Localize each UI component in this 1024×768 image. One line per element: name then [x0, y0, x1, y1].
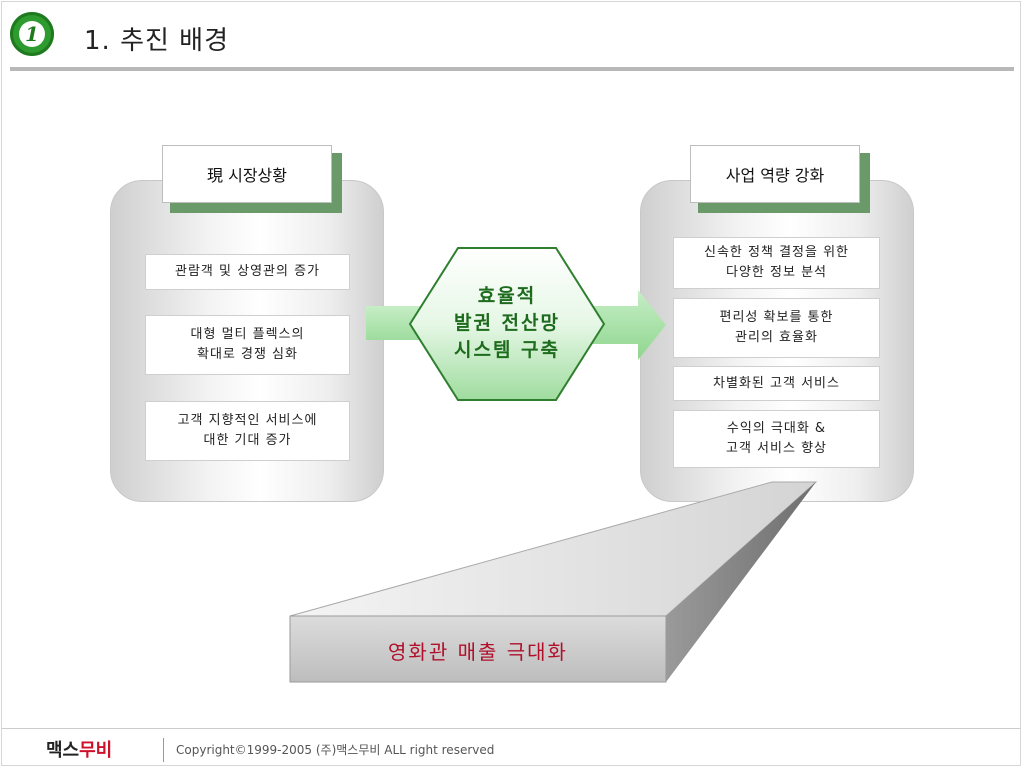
- capability-item-information-analysis: 신속한 정책 결정을 위한 다양한 정보 분석: [673, 237, 880, 289]
- market-item-service-expectation: 고객 지향적인 서비스에 대한 기대 증가: [145, 401, 350, 461]
- business-capability-tab: 사업 역량 강화: [690, 145, 860, 203]
- revenue-maximization-result: 영화관 매출 극대화: [388, 639, 568, 664]
- page-title: 1. 추진 배경: [84, 26, 230, 56]
- maxmovie-logo: 맥스무비: [46, 740, 113, 761]
- title-divider: [10, 67, 1014, 71]
- market-item-multiplex-competition: 대형 멀티 플렉스의 확대로 경쟁 심화: [145, 315, 350, 375]
- footer-separator: [163, 738, 164, 762]
- hex-line-1: 효율적: [477, 285, 537, 307]
- hex-line-3: 시스템 구축: [453, 339, 560, 361]
- section-number-badge: 1: [10, 12, 54, 56]
- capability-item-differentiated-service: 차별화된 고객 서비스: [673, 366, 880, 401]
- result-3d-box: [289, 481, 818, 683]
- right-arrow-icon: [580, 290, 666, 360]
- market-situation-tab: 現 시장상황: [162, 145, 332, 203]
- capability-item-management-efficiency: 편리성 확보를 통한 관리의 효율화: [673, 298, 880, 358]
- section-number: 1: [25, 22, 39, 46]
- efficiency-system-label: 효율적 발권 전산망 시스템 구축: [408, 283, 606, 364]
- hex-line-2: 발권 전산망: [453, 312, 560, 334]
- efficiency-system-hexagon: [408, 247, 606, 401]
- capability-item-revenue-maximization: 수익의 극대화 & 고객 서비스 향상: [673, 410, 880, 468]
- market-item-audience-growth: 관람객 및 상영관의 증가: [145, 254, 350, 290]
- footer-divider: [2, 728, 1020, 729]
- copyright-text: Copyright©1999-2005 (주)맥스무비 ALL right re…: [176, 743, 495, 757]
